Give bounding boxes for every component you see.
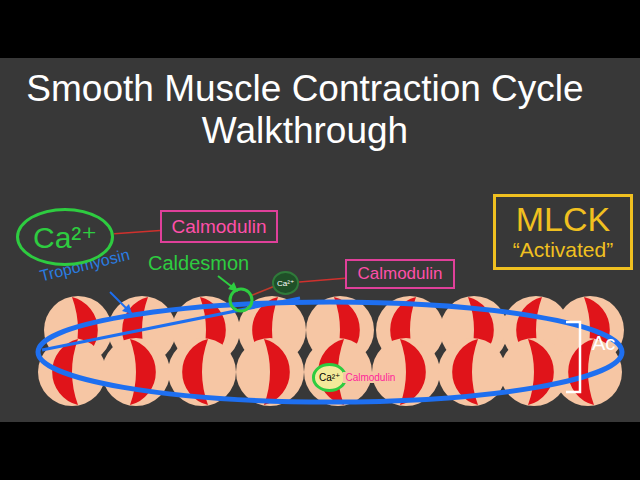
node-text: MLCK (516, 201, 610, 237)
connector (114, 231, 160, 234)
actin-bead (102, 338, 170, 406)
caldesmon-circle (230, 289, 252, 311)
actin-band: AcCa²⁺Calmodulin (40, 302, 560, 402)
node-text: Calmodulin (343, 372, 397, 383)
calmodulin-box: Calmodulin (345, 259, 455, 289)
leader-line (110, 292, 132, 314)
connector-line (299, 278, 345, 282)
actin-shading (130, 339, 156, 405)
arrowhead (122, 304, 132, 314)
actin-shading (528, 339, 554, 405)
node-text: Calmodulin (171, 216, 266, 238)
title: Smooth Muscle Contraction Cycle Walkthro… (10, 68, 600, 152)
node-text: Ac (592, 332, 615, 355)
calmodulin-box: Calmodulin (160, 210, 278, 243)
node-text: Ca²⁺ (312, 363, 347, 392)
calcium-dot: Ca²⁺ (272, 271, 299, 295)
enzyme-box: MLCK“Activated” (493, 194, 633, 270)
tropomyosin-outline (38, 302, 622, 402)
calcium-circle: Ca²⁺ (16, 208, 114, 266)
actin-bead (236, 338, 304, 406)
node-text: Ca²⁺ (33, 220, 97, 255)
actin-shading (400, 339, 426, 405)
node-text: Calmodulin (357, 264, 442, 284)
actin-shading (264, 339, 290, 405)
node-text: Ca²⁺ (277, 279, 294, 288)
calcium-calmodulin-complex: Ca²⁺Calmodulin (312, 362, 397, 392)
connector (299, 278, 345, 282)
connector-line (114, 231, 160, 234)
actin-beads (38, 296, 624, 406)
node-text: “Activated” (513, 237, 613, 263)
connector-line (250, 286, 275, 296)
caldesmon-label: Caldesmon (148, 252, 249, 275)
bracket (566, 322, 580, 392)
tropomyosin-strand (42, 298, 300, 350)
